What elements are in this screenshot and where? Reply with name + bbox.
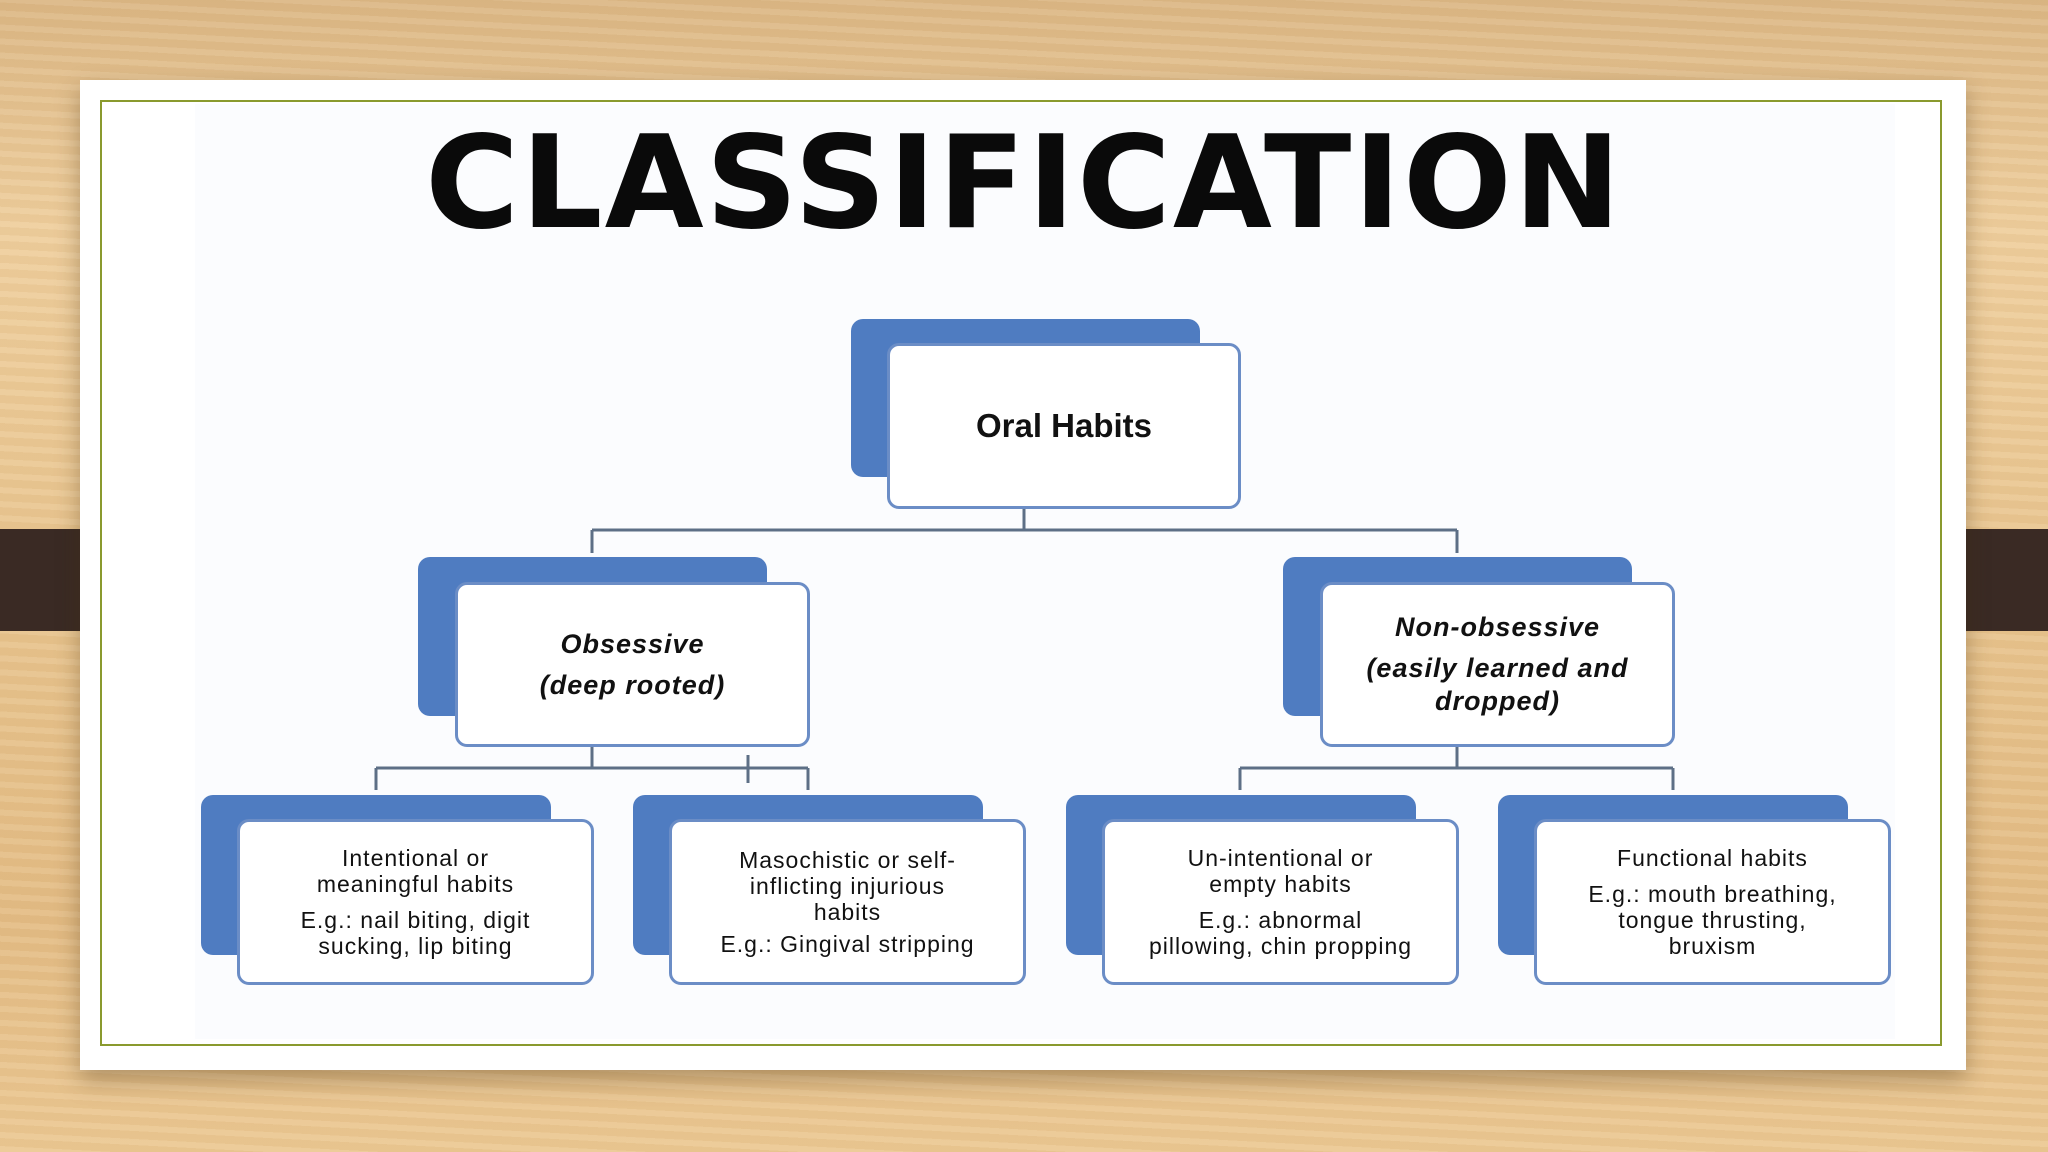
connector-nonobsessive-to-leaves xyxy=(1238,745,1675,790)
node-label-line1: Obsessive xyxy=(560,628,705,659)
connector-obsessive-to-leaves xyxy=(374,745,810,790)
leaf-example-line3: bruxism xyxy=(1668,932,1757,959)
node-label-line2: (deep rooted) xyxy=(539,669,726,700)
leaf-example-line1: E.g.: Gingival stripping xyxy=(720,930,975,957)
slide-frame xyxy=(100,100,1942,1046)
leaf-label-line3: habits xyxy=(813,899,882,925)
node-label-line3: dropped) xyxy=(1435,685,1560,716)
node-box: Oral Habits xyxy=(887,343,1241,509)
leaf-example-line1: E.g.: mouth breathing, xyxy=(1588,881,1837,908)
node-box: Intentional or meaningful habits E.g.: n… xyxy=(237,819,594,985)
leaf-label-line2: inflicting injurious xyxy=(749,873,946,900)
leaf-example-line2: pillowing, chin propping xyxy=(1148,932,1413,959)
node-masochistic-habits: Masochistic or self- inflicting injuriou… xyxy=(633,795,1026,985)
node-box: Obsessive (deep rooted) xyxy=(455,582,810,747)
connector-root-to-level2 xyxy=(590,506,1459,553)
leaf-label-line2: meaningful habits xyxy=(316,871,515,898)
leaf-label-line1: Masochistic or self- xyxy=(739,847,956,874)
node-intentional-habits: Intentional or meaningful habits E.g.: n… xyxy=(201,795,594,985)
leaf-label-line2: empty habits xyxy=(1209,871,1352,898)
node-unintentional-habits: Un-intentional or empty habits E.g.: abn… xyxy=(1066,795,1459,985)
node-label: Oral Habits xyxy=(975,407,1153,444)
leaf-label-line1: Intentional or xyxy=(342,845,489,872)
node-label-line2: (easily learned and xyxy=(1366,653,1629,684)
leaf-label-line1: Functional habits xyxy=(1617,845,1808,872)
node-box: Masochistic or self- inflicting injuriou… xyxy=(669,819,1026,985)
leaf-example-line1: E.g.: nail biting, digit xyxy=(300,907,531,933)
leaf-example-line1: E.g.: abnormal xyxy=(1198,907,1363,933)
node-non-obsessive: Non-obsessive (easily learned and droppe… xyxy=(1283,557,1675,747)
node-functional-habits: Functional habits E.g.: mouth breathing,… xyxy=(1498,795,1891,985)
leaf-example-line2: sucking, lip biting xyxy=(318,932,513,959)
node-box: Functional habits E.g.: mouth breathing,… xyxy=(1534,819,1891,985)
node-obsessive: Obsessive (deep rooted) xyxy=(418,557,810,747)
node-box: Non-obsessive (easily learned and droppe… xyxy=(1320,582,1675,747)
leaf-example-line2: tongue thrusting, xyxy=(1618,907,1807,933)
node-oral-habits: Oral Habits xyxy=(851,319,1241,509)
node-box: Un-intentional or empty habits E.g.: abn… xyxy=(1102,819,1459,985)
page-title: CLASSIFICATION xyxy=(425,109,1623,258)
leaf-label-line1: Un-intentional or xyxy=(1187,845,1374,872)
node-label-line1: Non-obsessive xyxy=(1394,612,1601,643)
